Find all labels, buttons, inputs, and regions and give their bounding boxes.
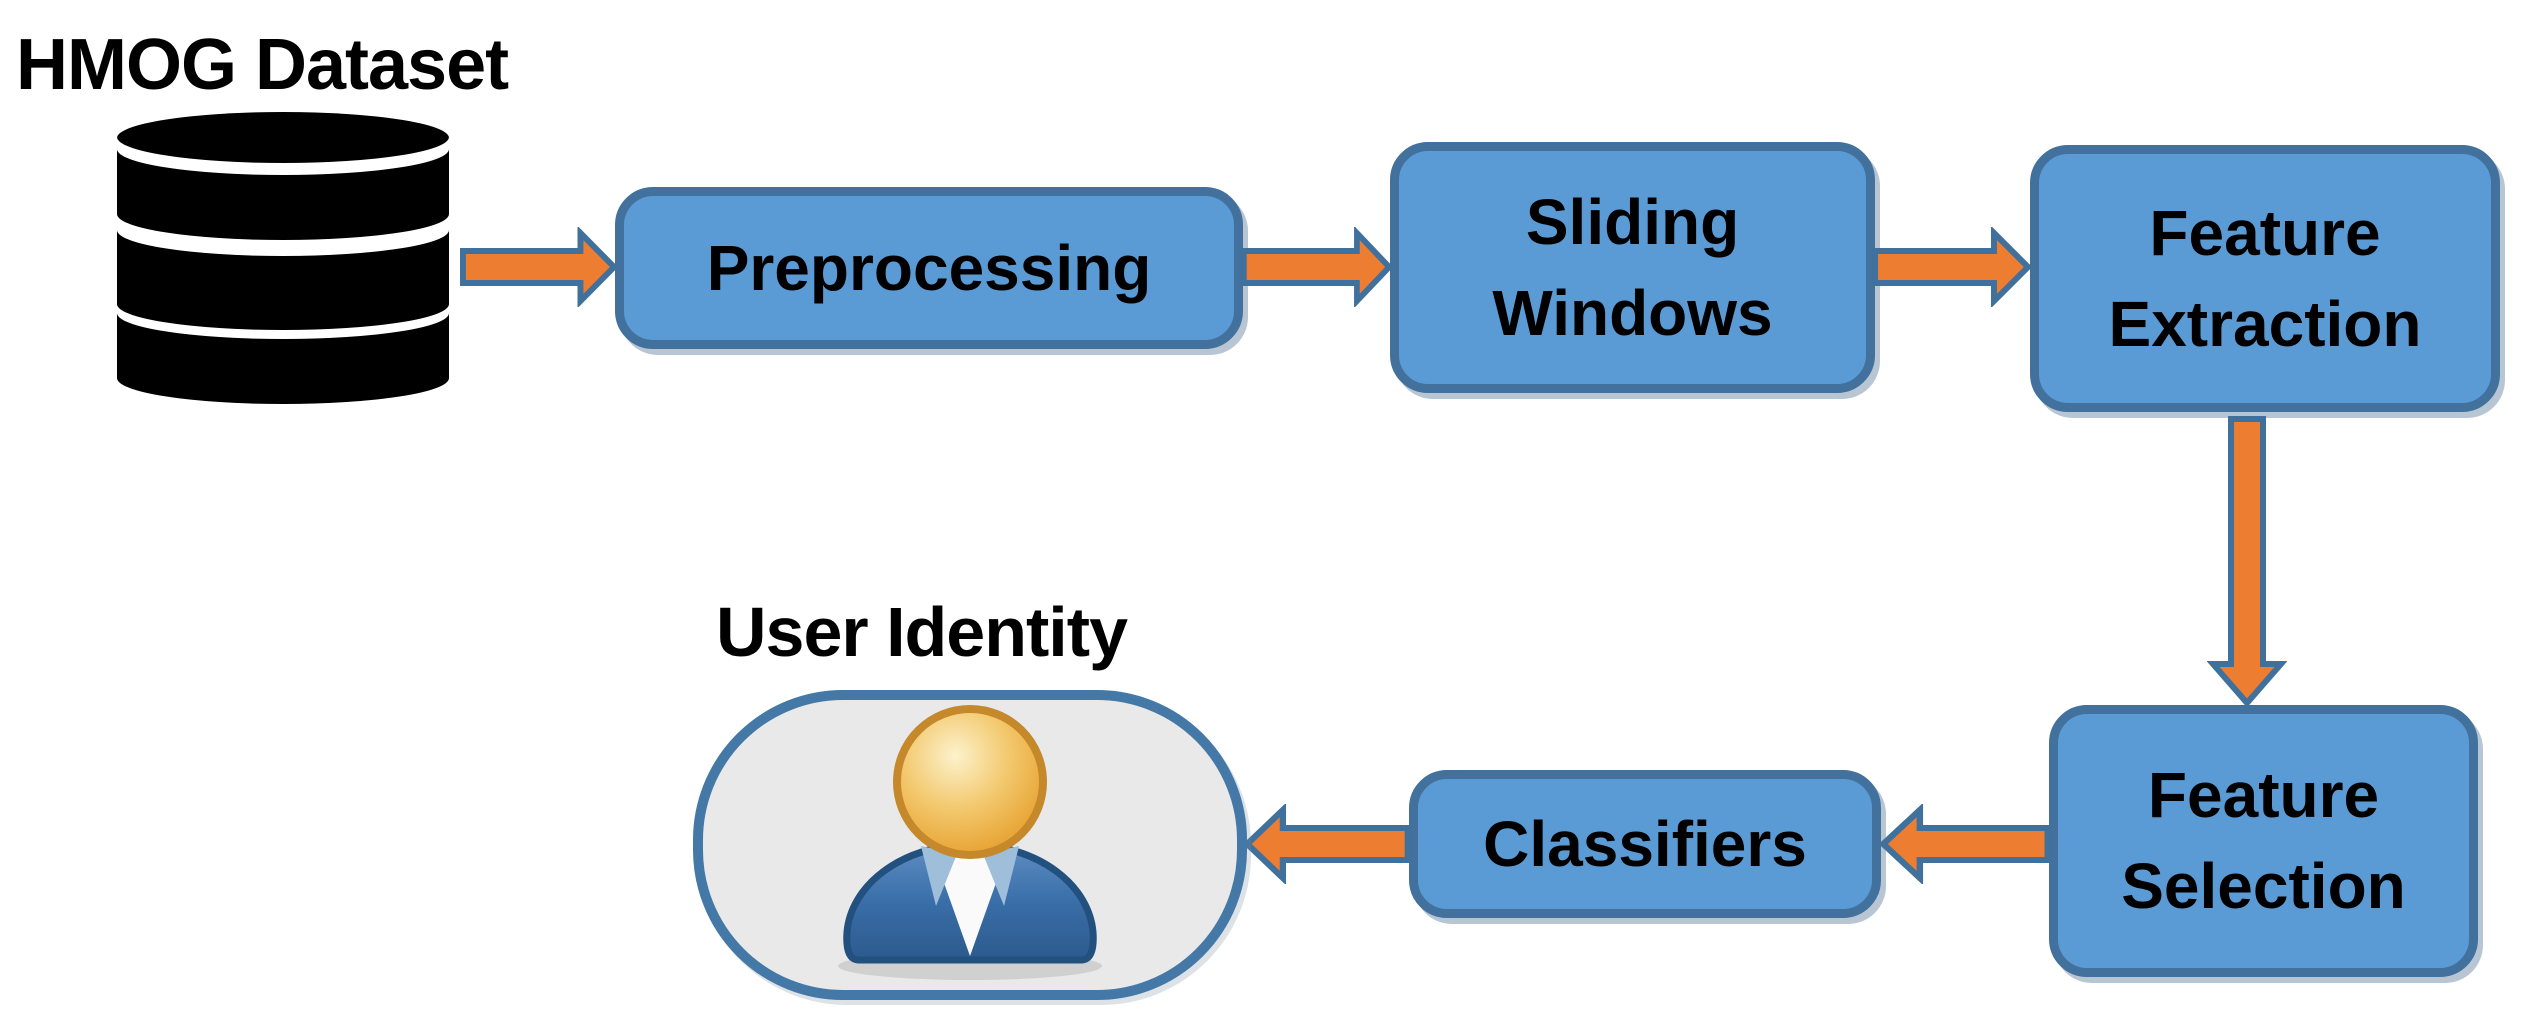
- node-sliding-windows-line1: Sliding: [1525, 185, 1740, 258]
- node-preprocessing-label: Preprocessing: [706, 231, 1152, 304]
- flow-arrow-dataset-to-preprocessing-icon: [460, 227, 618, 307]
- node-feature-extraction: Feature Extraction: [2030, 145, 2500, 412]
- flow-arrow-feature-extraction-to-feature-selection-icon: [2207, 416, 2287, 706]
- person-icon: [838, 705, 1102, 980]
- node-preprocessing: Preprocessing: [615, 187, 1243, 349]
- person-head: [893, 705, 1047, 859]
- user-identity-capsule: [693, 690, 1247, 1000]
- node-feature-selection-line2: Selection: [2121, 850, 2406, 922]
- node-feature-selection-line1: Feature: [2147, 759, 2380, 832]
- node-classifiers: Classifiers: [1409, 770, 1881, 918]
- node-feature-extraction-line2: Extraction: [2108, 287, 2422, 360]
- node-classifiers-label: Classifiers: [1483, 807, 1807, 880]
- user-identity-label: User Identity: [716, 593, 1128, 671]
- flow-arrow-sliding-windows-to-feature-extraction-icon: [1872, 227, 2032, 307]
- node-feature-selection: Feature Selection: [2049, 705, 2478, 977]
- person-collar-left: [921, 846, 957, 906]
- person-collar-right: [983, 846, 1019, 906]
- flow-arrow-preprocessing-to-sliding-windows-icon: [1241, 227, 1393, 307]
- person-shirt: [933, 852, 1007, 956]
- dataset-title: HMOG Dataset: [16, 25, 509, 105]
- node-sliding-windows: Sliding Windows: [1390, 142, 1875, 393]
- flow-arrow-classifiers-to-user-identity-icon: [1243, 804, 1411, 884]
- node-feature-extraction-line1: Feature: [2149, 196, 2381, 269]
- database-icon: [117, 112, 449, 404]
- node-sliding-windows-line2: Windows: [1492, 276, 1773, 349]
- flow-arrow-feature-selection-to-classifiers-icon: [1879, 804, 2051, 884]
